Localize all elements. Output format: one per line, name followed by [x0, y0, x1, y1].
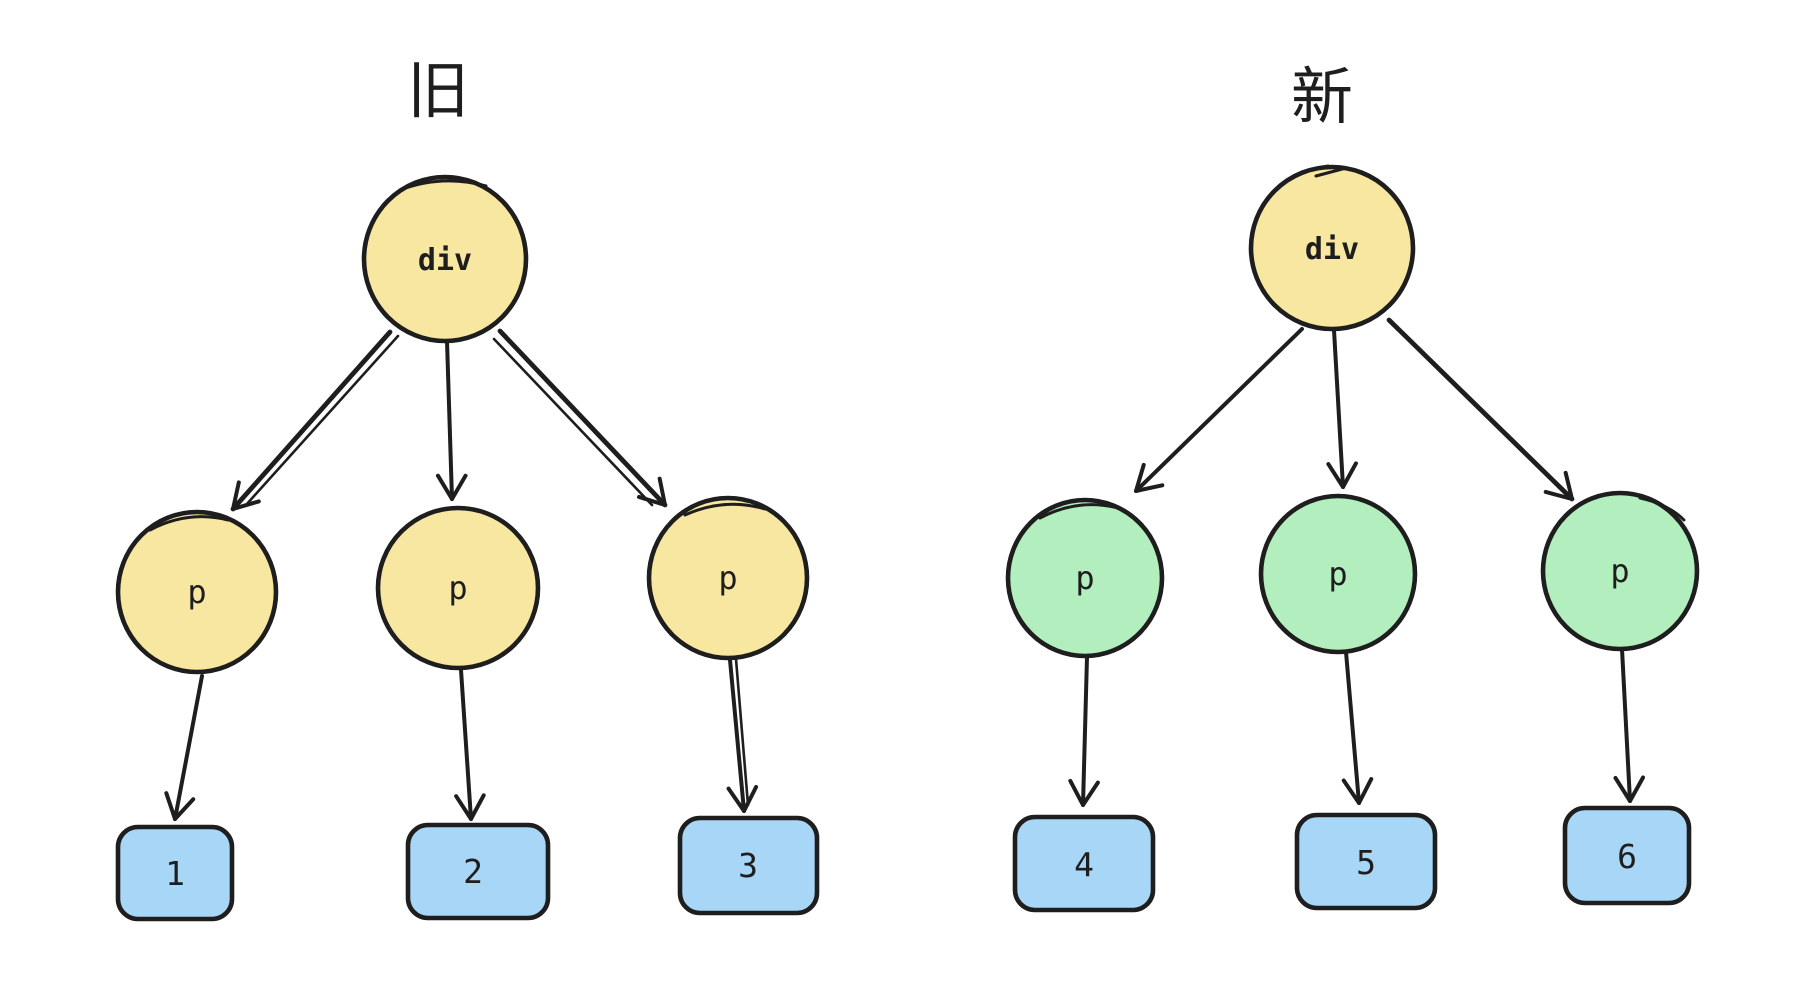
sketch-stroke — [1038, 503, 1120, 520]
new-edge-root-child3 — [1386, 317, 1575, 502]
new-edge-child1-leaf1 — [1068, 655, 1100, 807]
new-leaf-label-3: 6 — [1617, 837, 1637, 876]
old-edge-root-child2 — [435, 339, 468, 501]
new-root-label: div — [1305, 232, 1359, 267]
old-leaf-node-1: 1 — [115, 824, 235, 922]
sketch-stroke — [1300, 164, 1348, 178]
new-edge-root-child2 — [1326, 328, 1358, 489]
old-child-node-2: p — [375, 505, 541, 671]
new-child-label-3: p — [1610, 552, 1629, 590]
old-leaf-label-2: 2 — [463, 852, 483, 891]
old-root-label: div — [418, 243, 472, 278]
sketch-stroke — [398, 179, 488, 192]
old-child-node-3: p — [646, 495, 810, 661]
new-edge-child3-leaf3 — [1613, 647, 1646, 803]
new-leaf-node-3: 6 — [1562, 805, 1692, 906]
new-tree-title: 新 — [1291, 63, 1353, 132]
sketch-stroke — [1638, 496, 1686, 522]
old-child-node-1: p — [115, 509, 279, 675]
old-edge-root-child3 — [497, 328, 668, 508]
old-leaf-node-2: 2 — [405, 822, 551, 921]
diagram-root: 旧 div p — [115, 57, 1700, 922]
old-root-node: div — [361, 174, 529, 344]
sketch-stroke — [683, 502, 767, 517]
new-child-label-1: p — [1075, 559, 1094, 597]
new-leaf-node-1: 4 — [1012, 814, 1156, 913]
old-tree: 旧 div p — [115, 57, 820, 922]
new-child-node-3: p — [1540, 490, 1700, 652]
new-edge-child2-leaf2 — [1341, 650, 1374, 805]
new-tree: 新 div p p — [1005, 63, 1700, 913]
new-child-node-2: p — [1258, 493, 1418, 655]
old-edge-root-child3-sketch — [492, 337, 654, 507]
old-edge-root-child1 — [230, 329, 393, 512]
old-edge-child1-leaf1 — [164, 674, 204, 821]
old-child-label-3: p — [718, 559, 737, 597]
old-edge-root-child1-sketch — [244, 334, 400, 507]
old-leaf-label-3: 3 — [738, 846, 758, 885]
old-child-label-1: p — [187, 573, 206, 611]
old-leaf-label-1: 1 — [165, 854, 185, 893]
new-root-node: div — [1248, 164, 1416, 332]
new-leaf-label-1: 4 — [1074, 845, 1094, 884]
old-edge-child2-leaf2 — [454, 668, 486, 821]
new-edge-root-child1 — [1134, 327, 1304, 493]
old-leaf-node-3: 3 — [677, 815, 820, 916]
sketch-stroke — [148, 515, 230, 532]
old-tree-title: 旧 — [407, 57, 469, 126]
new-child-label-2: p — [1328, 555, 1347, 593]
old-edge-child3-leaf3-sketch — [734, 657, 750, 807]
old-child-label-2: p — [448, 569, 467, 607]
new-leaf-node-2: 5 — [1294, 812, 1438, 911]
new-child-node-1: p — [1005, 497, 1165, 659]
new-leaf-label-2: 5 — [1356, 843, 1376, 882]
old-edge-child3-leaf3 — [726, 658, 759, 813]
